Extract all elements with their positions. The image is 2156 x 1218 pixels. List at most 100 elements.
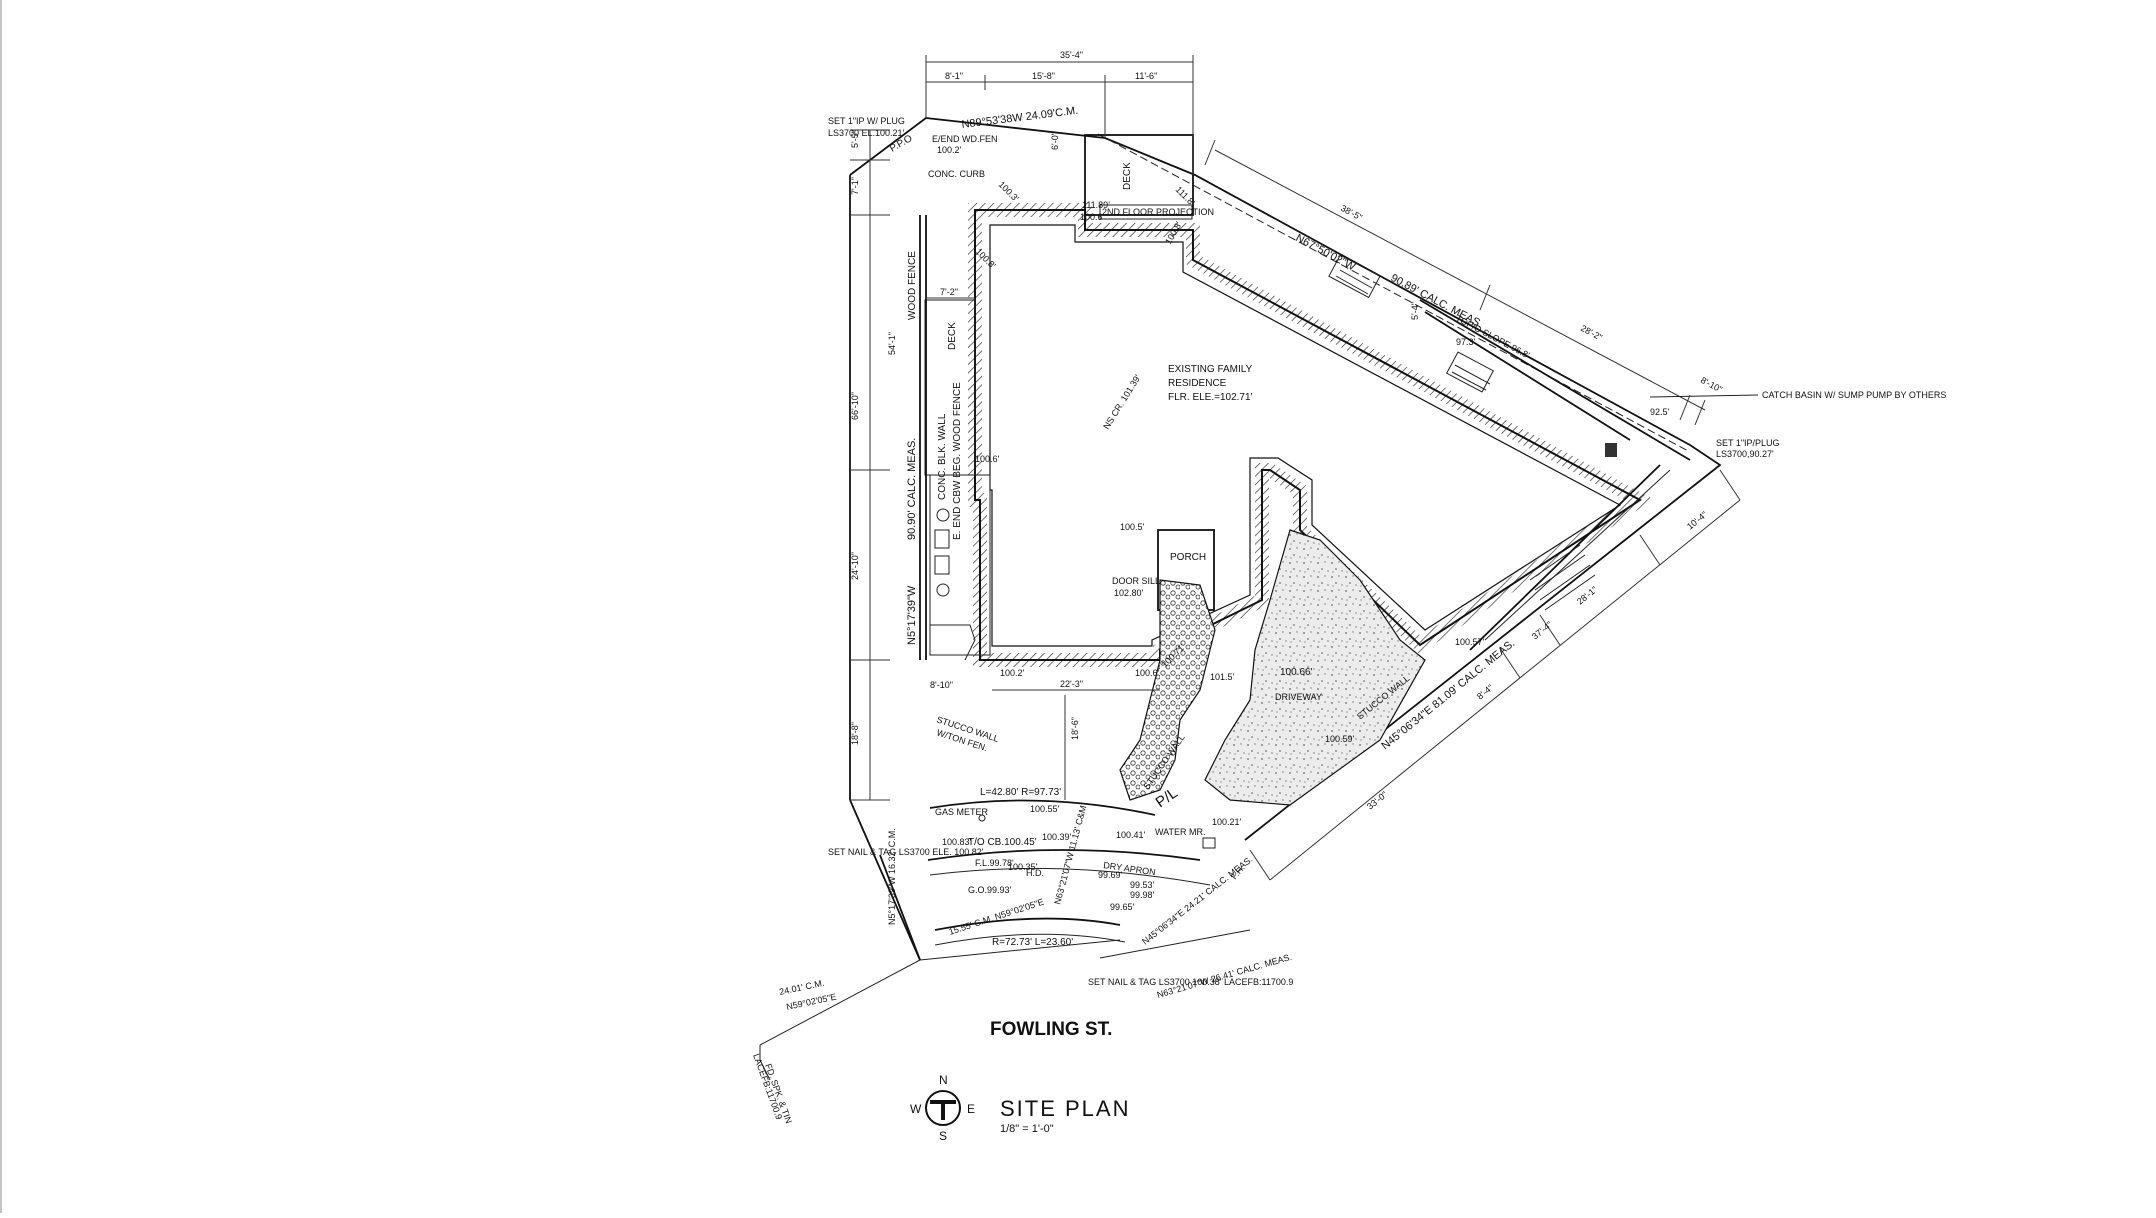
elev-mark: 100.57'	[1455, 637, 1485, 647]
fl-label: F.L.99.78'	[975, 858, 1014, 868]
go-label: G.O.99.93'	[968, 885, 1012, 895]
dim-left-f: 18'-8"	[850, 722, 860, 745]
elev-mark: 99.65'	[1110, 902, 1135, 912]
set-nail-left: SET NAIL & TAG LS3700 ELE. 100.82'	[828, 847, 984, 857]
dim-top-deck: 6'-0"	[1050, 132, 1060, 150]
gas-meter: GAS METER	[935, 807, 989, 817]
r-curve: R=72.73' L=23.60'	[992, 937, 1073, 948]
dim-r-d: 8'-4"	[1475, 683, 1495, 702]
dim-slope-d: 5'-4"	[1410, 302, 1420, 320]
elev-mark: 92.5'	[1650, 407, 1670, 417]
water-mr: WATER MR.	[1155, 827, 1206, 837]
e-end-wd-label: E/END WD.FEN	[932, 134, 998, 144]
curve-label: L=42.80' R=97.73'	[980, 787, 1061, 798]
top-deck-label: DECK	[1122, 162, 1133, 190]
porch-label: PORCH	[1170, 552, 1206, 563]
elev-mark: 100.39'	[1042, 832, 1072, 842]
compass-s: S	[939, 1129, 947, 1143]
cm-far-left-2: N59°02'05"E	[785, 992, 837, 1012]
set-plug-top-2: LS3700 EL.100.21'	[828, 128, 905, 138]
top-dimensions: 35'-4" 8'-1" 15'-8" 11'-6"	[925, 50, 1194, 175]
ne-slope	[1328, 254, 1691, 651]
dim-top-total: 35'-4"	[1060, 50, 1083, 60]
dim-left-a: 5'-5"	[850, 130, 860, 148]
dim-left-b: 7'-1"	[850, 177, 860, 195]
set-plug-top: SET 1"IP W/ PLUG	[828, 116, 905, 126]
conc-blk-wall-label: CONC. BLK. WALL	[937, 413, 948, 500]
left-dimensions: 5'-5" 7'-1" 54'-1" 66'-10" 24'-10" 18'-8…	[850, 129, 918, 801]
compass-w: W	[910, 1102, 922, 1116]
dim-left-d: 66'-10"	[850, 392, 860, 420]
west-dist: 90.90' CALC. MEAS.	[906, 438, 918, 540]
dim-top-b: 15'-8"	[1032, 71, 1055, 81]
catch-basin-label: CATCH BASIN W/ SUMP PUMP BY OTHERS	[1762, 390, 1946, 400]
elev-mark: 111.89'	[1082, 200, 1110, 210]
set-plug-right: SET 1"IP/PLUG	[1716, 438, 1780, 448]
dim-ne-a: 38'-5"	[1339, 203, 1364, 223]
dim-top-c: 11'-6"	[1135, 71, 1157, 81]
elev-mark: 97.3'	[1456, 337, 1476, 347]
catch-basin	[1605, 443, 1617, 457]
door-sill: DOOR SILL	[1112, 576, 1160, 586]
elev-mark: 99.69'	[1098, 870, 1123, 880]
left-deck-label: DECK	[947, 322, 958, 350]
set-plug-right-2: LS3700,90.27'	[1716, 449, 1774, 459]
cm-left: 15.55' C.M. N59°02'05"E	[948, 897, 1046, 937]
e-end-cbw-label: E. END CBW BEG. WOOD FENCE	[952, 382, 963, 540]
north-line: N89°53'38W 24.09'C.M.	[961, 105, 1079, 131]
left-deck: DECK WOOD FENCE CONC. BLK. WALL E. END C…	[907, 215, 991, 661]
to-cb: T/O CB.100.45'	[968, 837, 1037, 848]
compass-n: N	[939, 1073, 948, 1087]
compass-e: E	[967, 1102, 975, 1116]
dim-house-w: 22'-3"	[1060, 679, 1083, 689]
elev-mark: 101.5'	[1210, 672, 1235, 682]
inner-dimensions: 7'-2" 22'-3" 18'-6" 8'-10" 6'-0" 5'-4"	[926, 132, 1420, 800]
bottom-right-line-2: N63°21'07"W 26.41' CALC. MEAS.	[1156, 952, 1293, 1000]
wood-fence-label: WOOD FENCE	[907, 251, 918, 320]
elev-mark: 100.41'	[1116, 830, 1146, 840]
stone-walkway	[1119, 579, 1216, 801]
elev-mark: 100.3'	[997, 179, 1021, 203]
driveway-label: DRIVEWAY	[1275, 692, 1322, 702]
dim-r-e: 33'-0"	[1365, 789, 1389, 811]
dim-mid-a: 18'-6"	[1070, 717, 1080, 740]
dim-deck-w: 7'-2"	[940, 287, 958, 297]
elev-mark: 100.6'	[1135, 668, 1160, 678]
drawing-title: SITE PLAN	[1000, 1096, 1130, 1121]
elev-mark: 100.83'	[942, 837, 972, 847]
n5-label: N5°17'39"W 16.32' C.M.	[887, 828, 897, 925]
dim-r-b: 28'-1"	[1575, 584, 1599, 606]
existing-res-2: RESIDENCE	[1168, 378, 1227, 389]
cm-far-left: 24.01' C.M.	[778, 978, 825, 997]
elev-mark: 100.6'	[1080, 212, 1105, 222]
set-nail-bottom: SET NAIL & TAG LS3700 100.38' LACEFB:117…	[1088, 977, 1293, 987]
hd-label: H.D.	[1026, 868, 1044, 878]
dim-left-c: 54'-1"	[887, 332, 897, 355]
elev-mark: 99.53'	[1130, 880, 1155, 890]
elev-mark: 100.2'	[1000, 668, 1025, 678]
conc-curb-label: CONC. CURB	[928, 169, 985, 179]
driveway-elev: 100.66'	[1280, 667, 1313, 678]
property-boundary	[849, 117, 1722, 841]
flr-ele: FLR. ELE.=102.71'	[1168, 392, 1253, 403]
dim-top-a: 8'-1"	[945, 71, 963, 81]
house-footprint	[968, 203, 1654, 667]
elev-mark: 100.55'	[1030, 804, 1060, 814]
dim-mid-b: 8'-10"	[930, 680, 953, 690]
cm-bearing: N63°21'07"W 11.13' C&M	[1052, 804, 1088, 905]
north-arrow: N S E W	[910, 1073, 975, 1143]
dim-left-e: 24'-10"	[850, 552, 860, 580]
elev-mark: 100.6'	[975, 454, 1000, 464]
e-end-wd-elev: 100.2'	[937, 145, 962, 155]
driveway	[1204, 529, 1426, 806]
dim-ne-c: 8'-10"	[1699, 375, 1724, 395]
elev-mark: 100.5'	[1120, 522, 1145, 532]
elev-mark: 99.98'	[1130, 890, 1155, 900]
ne-bearing: N67°50'02"W	[1294, 232, 1358, 274]
elev-mark: 100.35'	[1008, 862, 1038, 872]
street-name: FOWLING ST.	[990, 1019, 1112, 1040]
second-floor-projection-label: 2ND FLOOR PROJECTION	[1102, 207, 1214, 217]
dim-ne-b: 28'-2"	[1579, 323, 1604, 343]
